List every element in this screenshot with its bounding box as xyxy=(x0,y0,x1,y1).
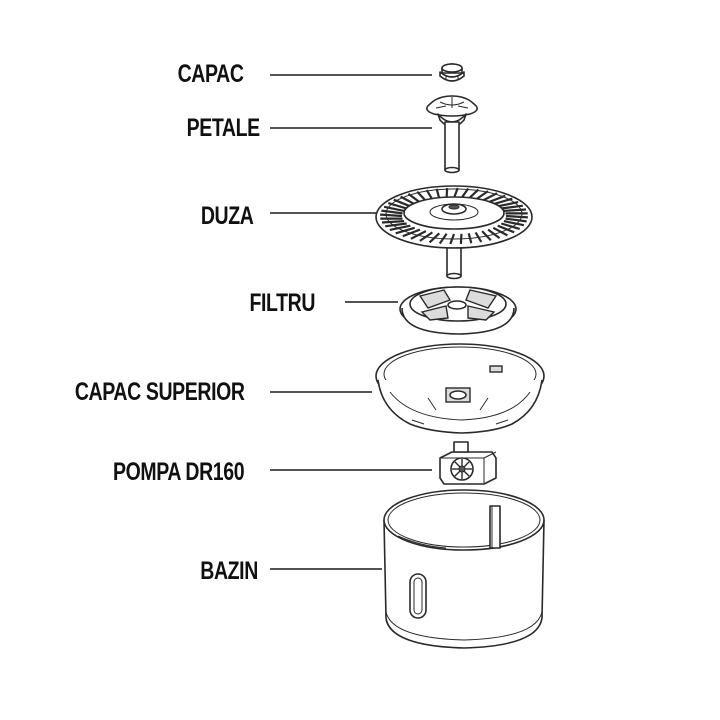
duza-teeth xyxy=(380,187,528,245)
label-capac-superior: CAPAC SUPERIOR xyxy=(75,378,245,406)
part-pompa-drawing xyxy=(439,441,497,485)
leader-lines xyxy=(270,74,432,570)
duza-tooth xyxy=(410,230,427,240)
duza-tooth xyxy=(393,198,411,208)
pump-fins xyxy=(452,459,472,479)
part-filtru-drawing xyxy=(399,286,517,335)
label-capac: CAPAC xyxy=(178,60,244,88)
duza-tooth xyxy=(481,230,492,242)
duza-tooth xyxy=(497,201,519,208)
duza-tooth xyxy=(467,233,473,244)
duza-tooth xyxy=(505,217,527,223)
duza-tooth xyxy=(500,222,521,230)
part-capac-superior-drawing xyxy=(375,343,545,434)
label-pompa: POMPA DR160 xyxy=(112,458,245,486)
duza-tooth xyxy=(492,226,508,237)
duza-tooth xyxy=(381,220,405,224)
duza-tooth xyxy=(400,195,416,206)
pump-fin xyxy=(454,470,461,477)
duza-tooth xyxy=(449,233,456,245)
part-capac-drawing xyxy=(439,63,465,82)
duza-tooth xyxy=(387,202,408,210)
duza-tooth xyxy=(381,209,403,215)
duza-tooth xyxy=(492,197,513,206)
duza-tooth xyxy=(395,226,416,235)
duza-tooth xyxy=(438,233,448,245)
duza-tooth xyxy=(503,220,525,227)
part-duza-drawing xyxy=(375,185,533,280)
duza-tooth xyxy=(505,214,528,219)
pump-fin xyxy=(463,461,470,468)
duza-tooth xyxy=(383,205,405,212)
pump-fin xyxy=(454,461,461,468)
label-filtru: FILTRU xyxy=(249,289,315,317)
part-petale-drawing xyxy=(426,95,478,174)
duza-tooth xyxy=(487,194,506,204)
part-bazin-drawing xyxy=(383,489,545,649)
duza-tooth xyxy=(402,228,421,238)
pump-fin xyxy=(463,470,470,477)
duza-tooth xyxy=(497,224,515,234)
label-bazin: BAZIN xyxy=(200,557,258,585)
duza-tooth xyxy=(389,224,411,231)
duza-tooth xyxy=(380,213,403,218)
duza-tooth xyxy=(385,222,407,228)
duza-tooth xyxy=(419,231,434,242)
duza-tooth xyxy=(501,204,523,210)
duza-tooth xyxy=(487,228,501,239)
duza-tooth xyxy=(474,231,483,243)
duza-tooth xyxy=(503,208,527,212)
duza-tooth xyxy=(407,193,421,204)
duza-tooth xyxy=(459,233,463,244)
label-duza: DUZA xyxy=(200,202,253,230)
label-petale: PETALE xyxy=(186,114,261,142)
duza-tooth xyxy=(428,232,441,244)
